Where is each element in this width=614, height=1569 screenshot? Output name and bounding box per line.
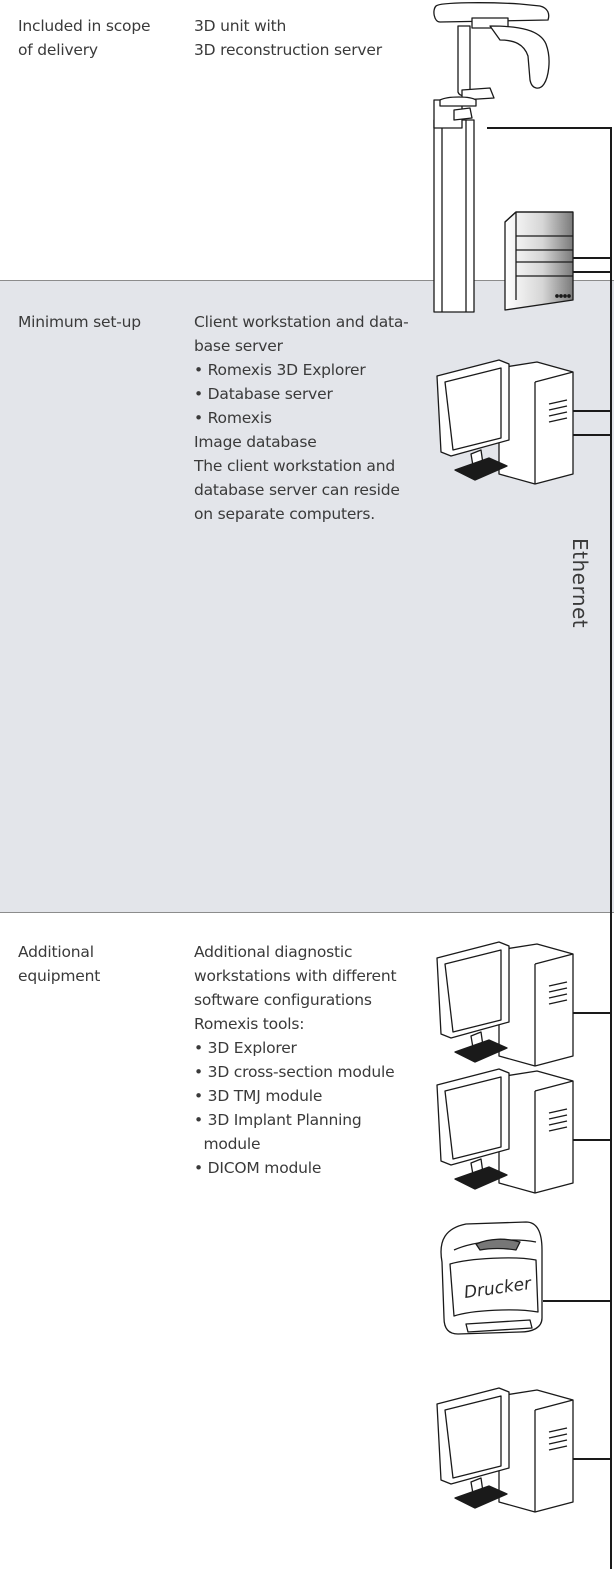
content-line: • 3D cross-section module: [194, 1063, 395, 1081]
content-line: Image database: [194, 433, 317, 451]
content-line: • 3D TMJ module: [194, 1087, 323, 1105]
content-line: 3D reconstruction server: [194, 41, 382, 59]
content-line: • DICOM module: [194, 1159, 322, 1177]
label-line: of delivery: [18, 41, 98, 59]
workstation-icon: [436, 1068, 574, 1194]
content-line: Client workstation and data-: [194, 313, 409, 331]
content-line: Romexis tools:: [194, 1015, 305, 1033]
section-content-scope: 3D unit with 3D reconstruction server: [194, 14, 434, 62]
workstation-icon: [436, 359, 574, 485]
content-line: database server can reside: [194, 481, 400, 499]
content-line: 3D unit with: [194, 17, 287, 35]
label-line: Included in scope: [18, 17, 151, 35]
content-line: on separate computers.: [194, 505, 375, 523]
workstation-icon: [436, 1387, 574, 1513]
label-line: equipment: [18, 967, 101, 985]
section-label-minimum: Minimum set-up: [18, 310, 178, 334]
label-line: Minimum set-up: [18, 313, 141, 331]
section-content-minimum: Client workstation and data- base server…: [194, 310, 434, 526]
content-line: • Database server: [194, 385, 333, 403]
content-line: The client workstation and: [194, 457, 395, 475]
reconstruction-server-icon: [504, 211, 574, 311]
content-line: • 3D Explorer: [194, 1039, 297, 1057]
section-divider: [0, 912, 614, 913]
content-line: • Romexis 3D Explorer: [194, 361, 366, 379]
content-line: workstations with different: [194, 967, 397, 985]
section-label-additional: Additional equipment: [18, 940, 178, 988]
content-line: Additional diagnostic: [194, 943, 353, 961]
section-label-scope: Included in scope of delivery: [18, 14, 178, 62]
section-content-additional: Additional diagnostic workstations with …: [194, 940, 434, 1180]
connector-3d-unit: [487, 127, 612, 259]
content-line: • 3D Implant Planning: [194, 1111, 362, 1129]
content-line: base server: [194, 337, 283, 355]
workstation-icon: [436, 941, 574, 1067]
content-line: software configurations: [194, 991, 372, 1009]
connection-lines: [487, 127, 612, 1460]
label-line: Additional: [18, 943, 94, 961]
content-line: • Romexis: [194, 409, 272, 427]
cbct-unit-icon: [433, 2, 550, 313]
printer-icon: Drucker: [440, 1221, 543, 1335]
content-line: module: [194, 1135, 261, 1153]
section-divider: [0, 280, 614, 281]
